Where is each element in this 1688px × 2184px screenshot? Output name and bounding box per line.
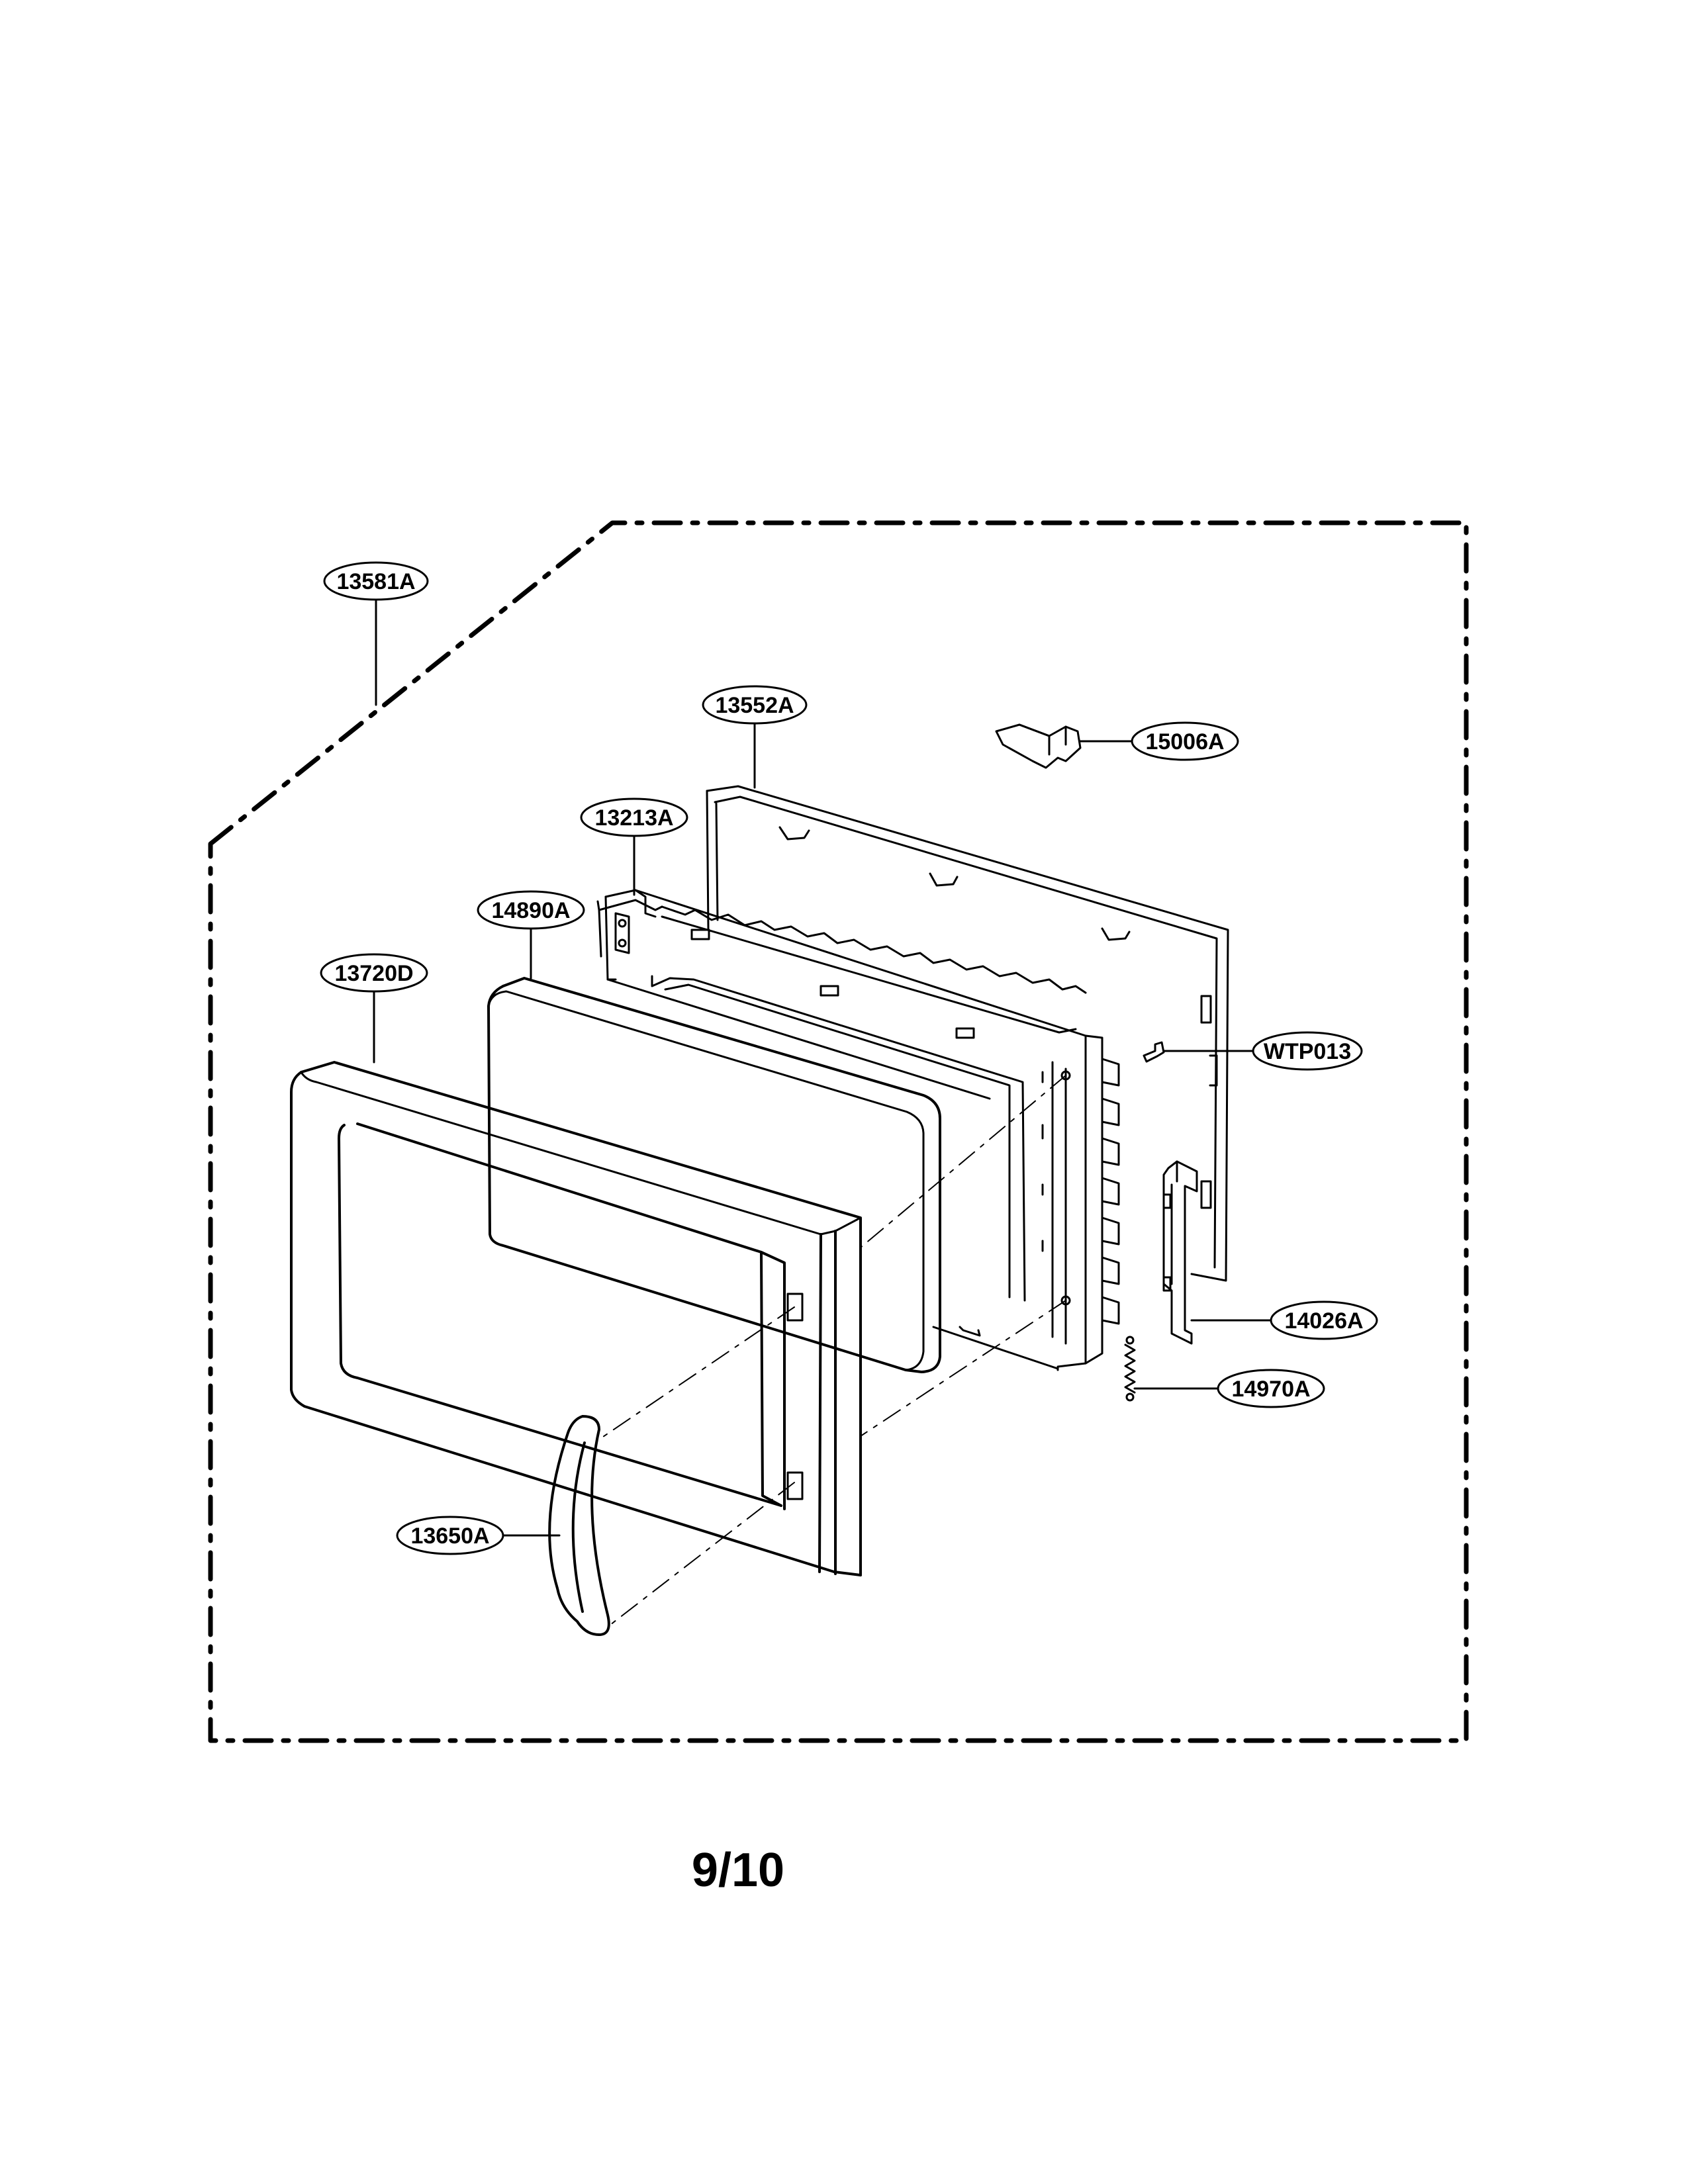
assembly-boundary (208, 520, 1469, 1743)
callout-13581A: 13581A (323, 561, 429, 601)
callout-14026A: 14026A (1270, 1300, 1378, 1340)
svg-text:14026A: 14026A (1284, 1308, 1363, 1334)
door-handle (548, 1415, 610, 1636)
svg-text:13720D: 13720D (334, 961, 413, 986)
svg-text:13213A: 13213A (594, 805, 673, 831)
door-glass-panel (487, 977, 941, 1373)
svg-text:13581A: 13581A (336, 569, 415, 594)
callout-15006A: 15006A (1131, 721, 1239, 761)
door-back-frame (706, 785, 1229, 1282)
svg-text:13650A: 13650A (410, 1524, 489, 1549)
svg-text:13552A: 13552A (715, 693, 794, 718)
svg-text:14970A: 14970A (1231, 1377, 1310, 1402)
callout-13720D: 13720D (320, 953, 428, 993)
latch-hook (1162, 1160, 1198, 1345)
assembly-lines (598, 1075, 1066, 1625)
page-number: 9/10 (691, 1844, 785, 1897)
leader-lines (373, 598, 1272, 1537)
door-outer-frame (290, 1061, 862, 1576)
svg-text:14890A: 14890A (491, 898, 570, 923)
callout-13552A: 13552A (702, 685, 808, 725)
svg-text:WTP013: WTP013 (1264, 1039, 1351, 1064)
callout-13213A: 13213A (580, 797, 688, 837)
svg-text:15006A: 15006A (1145, 729, 1224, 754)
latch-lever (995, 723, 1082, 769)
door-choke-frame (596, 889, 1120, 1371)
screw (1143, 1041, 1165, 1063)
callout-14970A: 14970A (1217, 1369, 1325, 1408)
callout-13650A: 13650A (396, 1516, 504, 1555)
callout-14890A: 14890A (477, 890, 585, 930)
latch-spring (1124, 1336, 1136, 1402)
callout-WTP013: WTP013 (1252, 1031, 1363, 1071)
